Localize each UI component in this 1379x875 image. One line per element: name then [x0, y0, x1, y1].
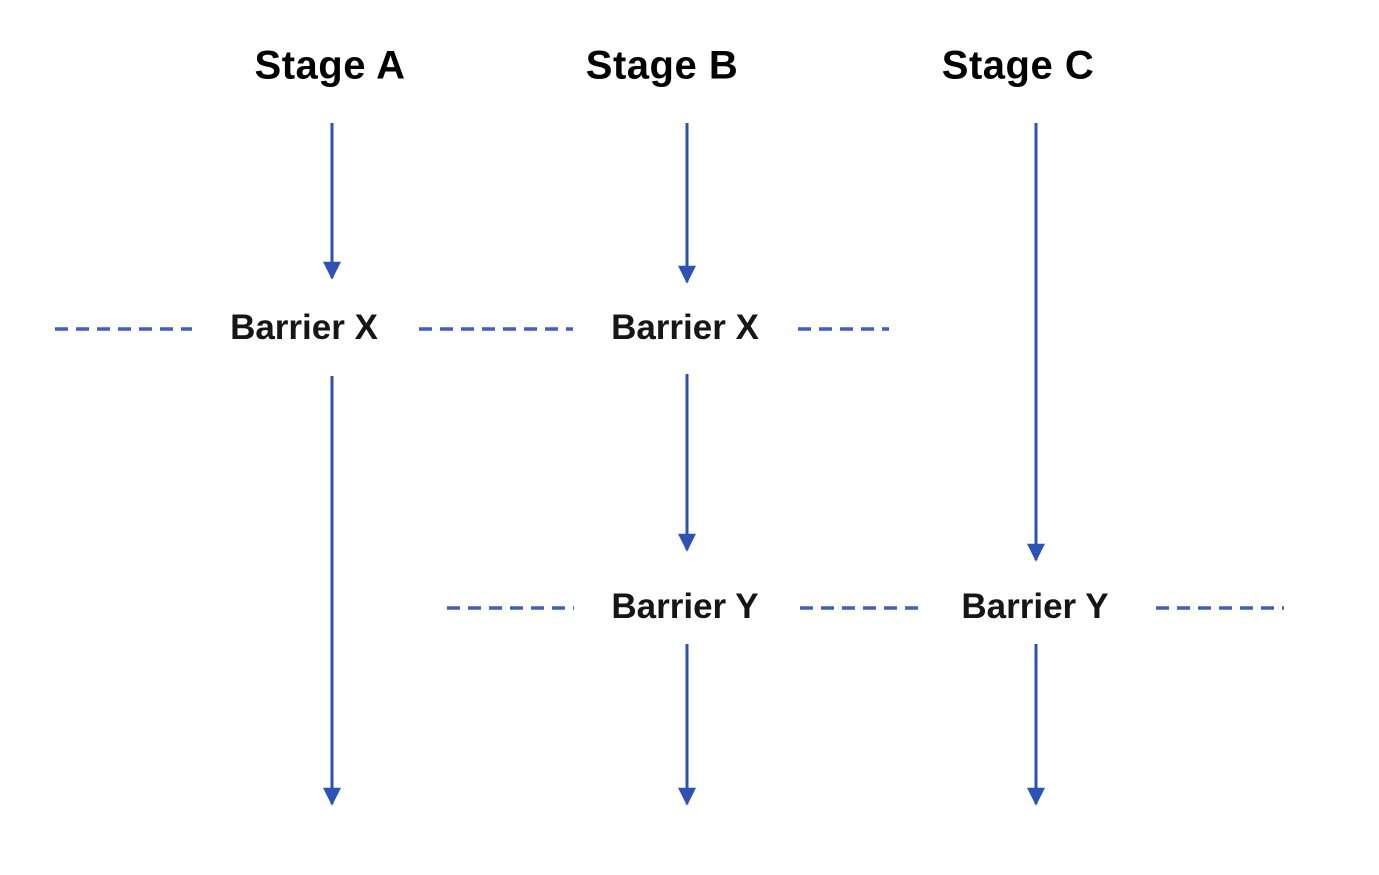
- barrier-y-label-stage-b: Barrier Y: [611, 587, 759, 626]
- barrier-x-label-stage-b: Barrier X: [611, 308, 759, 347]
- barrier-y-label-stage-c: Barrier Y: [961, 587, 1109, 626]
- stage-c-header: Stage C: [941, 43, 1095, 88]
- stage-b-header: Stage B: [585, 43, 739, 88]
- barrier-x-label-stage-a: Barrier X: [230, 308, 378, 347]
- stage-a-header: Stage A: [254, 43, 406, 88]
